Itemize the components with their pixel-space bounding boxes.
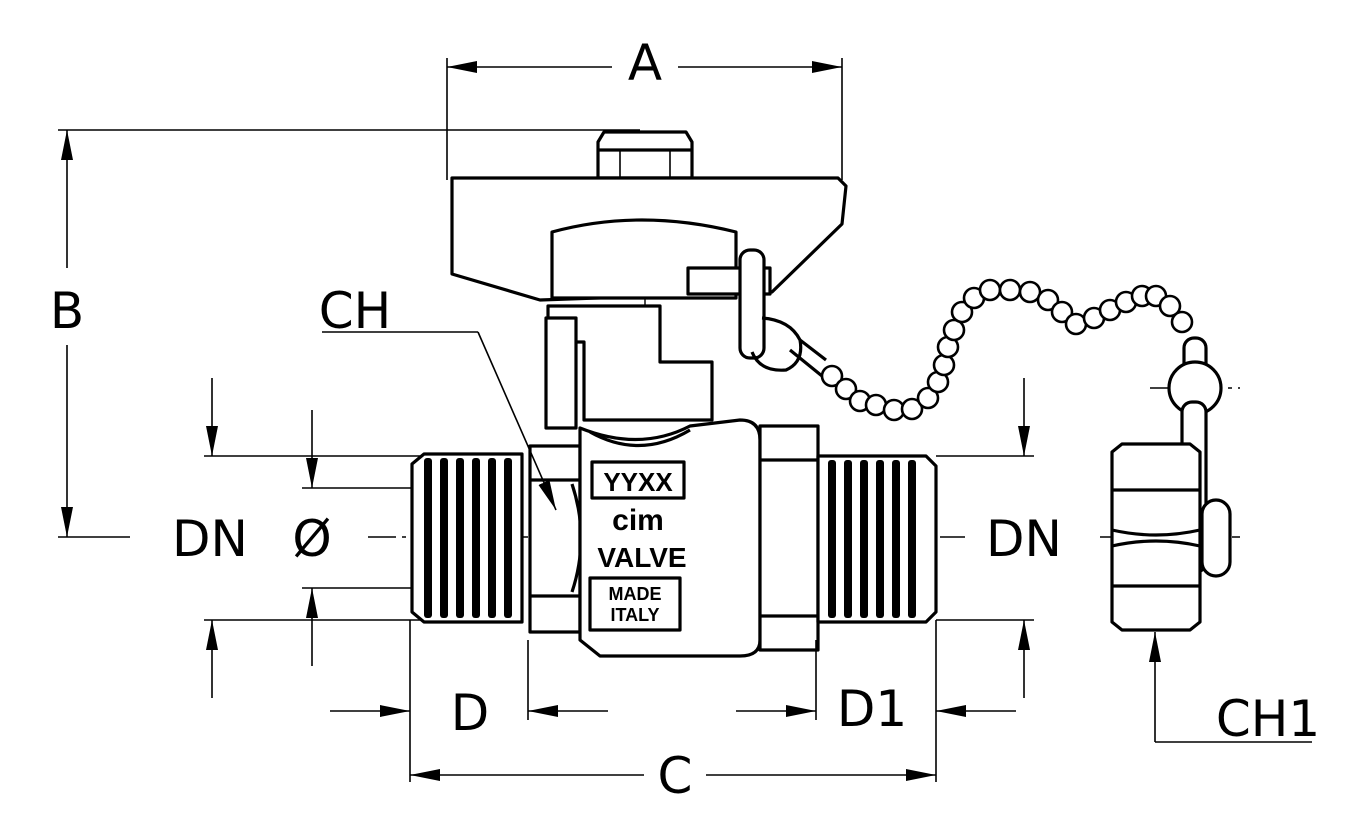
cap-nut xyxy=(1110,336,1232,632)
dimension-a: A xyxy=(446,34,843,180)
dimension-dn-left: DN xyxy=(172,378,420,698)
dimension-label-c: C xyxy=(658,747,693,805)
marking-code: YYXX xyxy=(603,467,673,497)
dimension-label-d: D xyxy=(451,684,490,742)
marking-product: VALVE xyxy=(597,542,686,573)
dimension-label-ch: CH xyxy=(319,282,392,340)
dimension-label-b: B xyxy=(50,282,84,340)
marking-origin-line2: ITALY xyxy=(610,605,659,625)
left-thread xyxy=(424,458,512,618)
safety-chain xyxy=(750,278,1194,422)
dimension-ch1: CH1 xyxy=(1149,632,1320,748)
dimension-label-dn-right: DN xyxy=(986,510,1062,568)
dimension-c: C xyxy=(410,747,936,805)
dimension-label-a: A xyxy=(628,34,662,92)
dimension-d: D xyxy=(330,620,608,782)
dimension-label-diameter: Ø xyxy=(292,510,331,568)
dimension-diameter: Ø xyxy=(292,410,412,666)
marking-brand: cim xyxy=(612,504,664,537)
dimension-b: B xyxy=(50,129,640,538)
right-thread xyxy=(828,460,916,618)
dimension-label-dn-left: DN xyxy=(172,510,248,568)
dimension-d1: D1 xyxy=(736,620,1016,782)
body-marking: YYXX cim VALVE MADE ITALY xyxy=(588,460,687,632)
dimension-label-d1: D1 xyxy=(837,680,907,738)
valve-body: YYXX cim VALVE MADE ITALY xyxy=(410,418,938,658)
dimension-ch: CH xyxy=(319,282,557,511)
dimension-dn-right: DN xyxy=(936,378,1062,698)
marking-origin-line1: MADE xyxy=(609,584,662,604)
valve-handle xyxy=(450,130,848,430)
dimension-label-ch1: CH1 xyxy=(1216,690,1320,748)
